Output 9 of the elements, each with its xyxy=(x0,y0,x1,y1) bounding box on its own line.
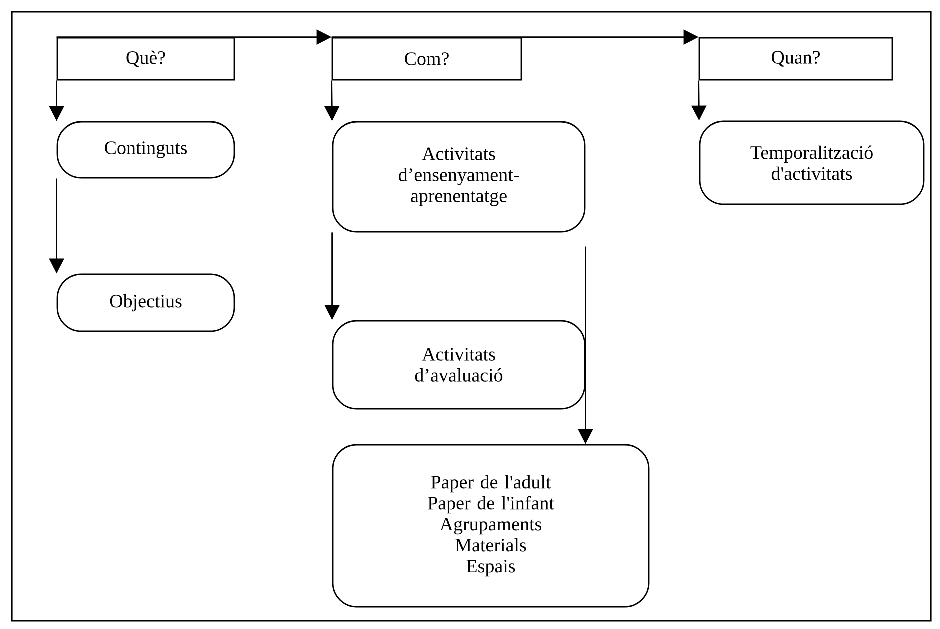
rounded-box: Temporalització d'activitats xyxy=(699,120,925,206)
rounded-box: Objectius xyxy=(56,274,236,332)
label-box: Què? xyxy=(56,37,236,81)
rounded-box: Activitats d’ensenyament-aprenentatge xyxy=(332,121,586,233)
label-box: Com? xyxy=(332,37,522,81)
label-box: Quan? xyxy=(698,37,894,81)
rounded-box: Continguts xyxy=(56,121,236,179)
rounded-box: Paper de l'adult Paper de l'infant Agrupaments Materials Espais xyxy=(332,444,650,608)
rounded-box: Activitats d’avaluació xyxy=(332,320,586,410)
